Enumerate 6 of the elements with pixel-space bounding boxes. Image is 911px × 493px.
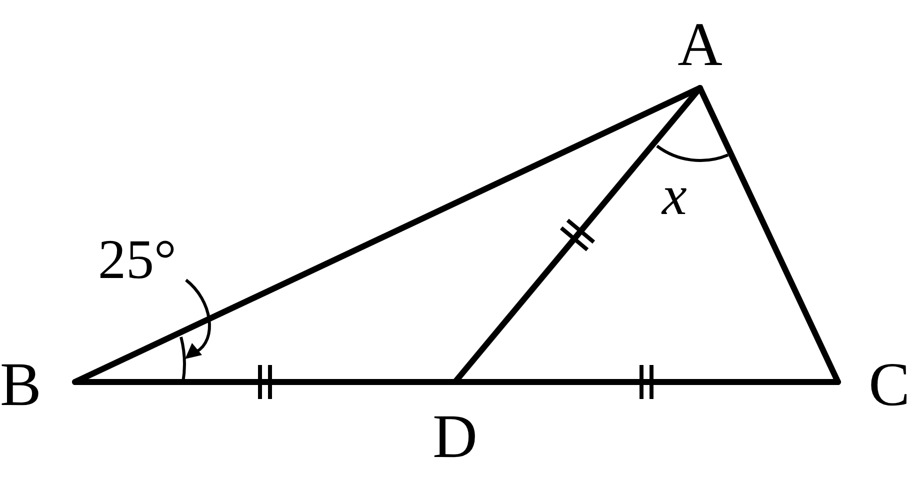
vertex-label: A	[678, 14, 722, 76]
angle-label: 25°	[98, 232, 176, 288]
variable-label: x	[662, 168, 687, 224]
vertex-label: D	[432, 406, 478, 468]
vertex-label: C	[868, 354, 910, 416]
vertex-label: B	[0, 354, 42, 416]
